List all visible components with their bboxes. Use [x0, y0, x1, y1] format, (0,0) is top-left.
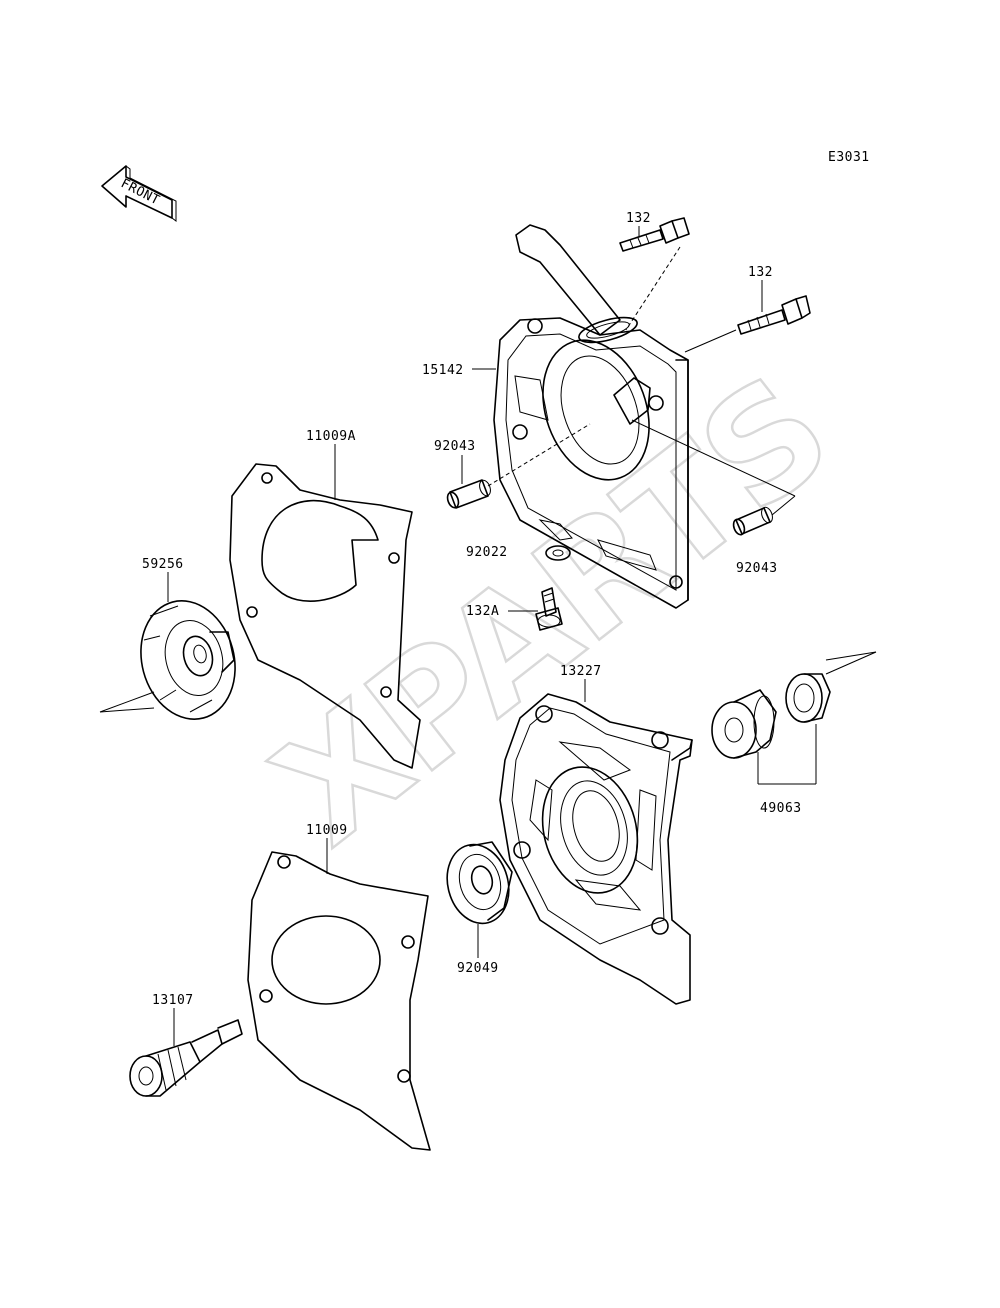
label-92043-left: 92043	[434, 439, 476, 454]
impeller-59256	[140, 600, 236, 720]
label-11009A: 11009A	[306, 429, 356, 444]
label-132-right: 132	[748, 265, 773, 280]
label-59256: 59256	[142, 557, 184, 572]
washer-92022	[545, 545, 571, 561]
bolt-132A	[535, 587, 563, 631]
bushing-49063-small	[785, 673, 831, 723]
label-11009: 11009	[306, 823, 348, 838]
label-92049: 92049	[457, 961, 499, 976]
label-13227: 13227	[560, 664, 602, 679]
pump-housing-15142	[493, 224, 689, 609]
gasket-11009A	[229, 463, 421, 769]
label-49063: 49063	[760, 801, 802, 816]
dowel-pin-92043-left	[446, 479, 491, 509]
label-92043-right: 92043	[736, 561, 778, 576]
front-arrow-icon: FRONT	[101, 165, 177, 222]
oil-seal-92049	[446, 841, 513, 925]
label-13107: 13107	[152, 993, 194, 1008]
pump-cover-13227	[499, 693, 693, 1005]
label-132A: 132A	[466, 604, 499, 619]
bolt-132-right	[737, 295, 811, 335]
diagram-code: E3031	[828, 150, 870, 165]
bushing-49063-large	[711, 689, 777, 759]
mechanical-seal-13107	[129, 1019, 243, 1097]
label-15142: 15142	[422, 363, 464, 378]
bolt-132-upper	[619, 217, 690, 252]
label-92022: 92022	[466, 545, 508, 560]
dowel-pin-92043-right	[732, 506, 773, 536]
gasket-11009	[247, 851, 431, 1151]
watermark-text: XPARTS	[245, 343, 862, 878]
label-132-upper: 132	[626, 211, 651, 226]
